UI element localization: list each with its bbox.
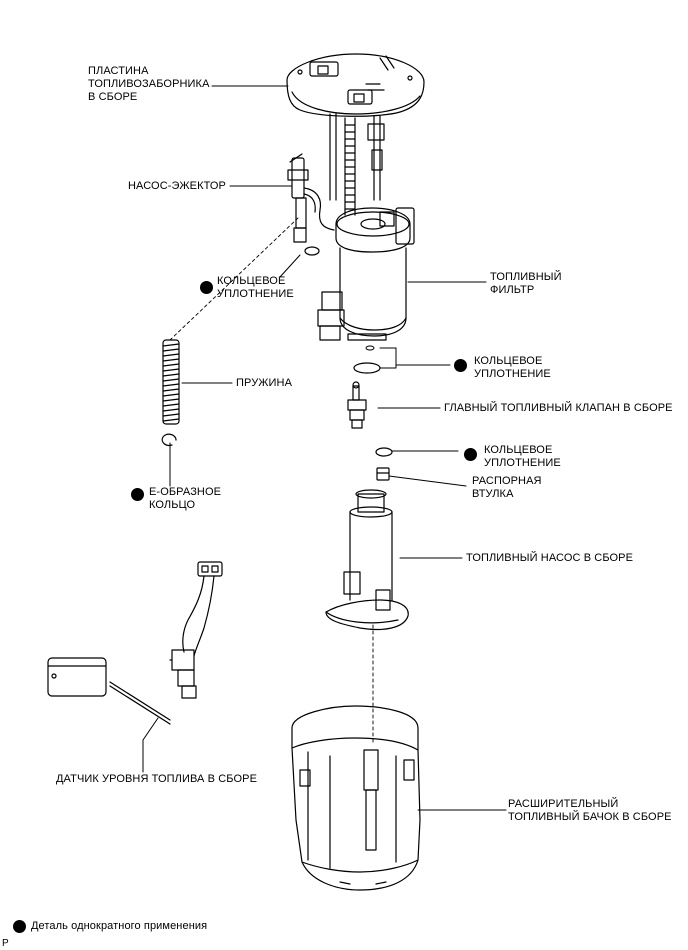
label-spacer: РАСПОРНАЯ ВТУЛКА xyxy=(472,475,542,500)
fuel-suction-plate xyxy=(286,53,425,216)
label-o-ring-3: КОЛЬЦЕВОЕ УПЛОТНЕНИЕ xyxy=(484,444,561,469)
corner-code: P xyxy=(2,938,9,949)
label-e-ring: Е-ОБРАЗНОЕ КОЛЬЦО xyxy=(149,486,222,511)
leader-lines xyxy=(142,85,507,811)
fuel-filter xyxy=(317,207,415,341)
jet-pump xyxy=(287,153,335,243)
single-use-marker xyxy=(454,359,467,372)
single-use-marker xyxy=(464,448,477,461)
spacer xyxy=(376,467,390,481)
o-ring-3 xyxy=(375,447,393,457)
main-fuel-valve xyxy=(347,381,367,429)
label-fuel-filter: ТОПЛИВНЫЙ ФИЛЬТР xyxy=(490,271,562,296)
label-fuel-pump: ТОПЛИВНЫЙ НАСОС В СБОРЕ xyxy=(466,552,634,564)
label-fuel-level-sensor: ДАТЧИК УРОВНЯ ТОПЛИВА В СБОРЕ xyxy=(56,773,258,785)
label-main-fuel-valve: ГЛАВНЫЙ ТОПЛИВНЫЙ КЛАПАН В СБОРЕ xyxy=(444,402,673,414)
label-spring: ПРУЖИНА xyxy=(236,377,293,389)
single-use-marker xyxy=(200,281,213,294)
fuel-level-sensor xyxy=(47,561,223,725)
spring xyxy=(162,339,180,425)
label-o-ring-2: КОЛЬЦЕВОЕ УПЛОТНЕНИЕ xyxy=(474,355,551,380)
label-jet-pump: НАСОС-ЭЖЕКТОР xyxy=(128,180,226,192)
label-fuel-suction-plate: ПЛАСТИНА ТОПЛИВОЗАБОРНИКА В СБОРЕ xyxy=(88,65,210,103)
o-ring-2 xyxy=(353,362,381,374)
fuel-pump xyxy=(325,489,409,631)
sub-tank xyxy=(291,705,421,891)
o-ring-1 xyxy=(304,246,320,256)
legend-marker xyxy=(13,920,26,933)
alignment-lines xyxy=(169,217,374,746)
e-ring-part xyxy=(161,433,177,447)
label-o-ring-1: КОЛЬЦЕВОЕ УПЛОТНЕНИЕ xyxy=(217,275,294,300)
single-use-marker xyxy=(131,488,144,501)
label-sub-tank: РАСШИРИТЕЛЬНЫЙ ТОПЛИВНЫЙ БАЧОК В СБОРЕ xyxy=(508,798,672,823)
legend-text: Деталь однократного применения xyxy=(31,920,208,932)
